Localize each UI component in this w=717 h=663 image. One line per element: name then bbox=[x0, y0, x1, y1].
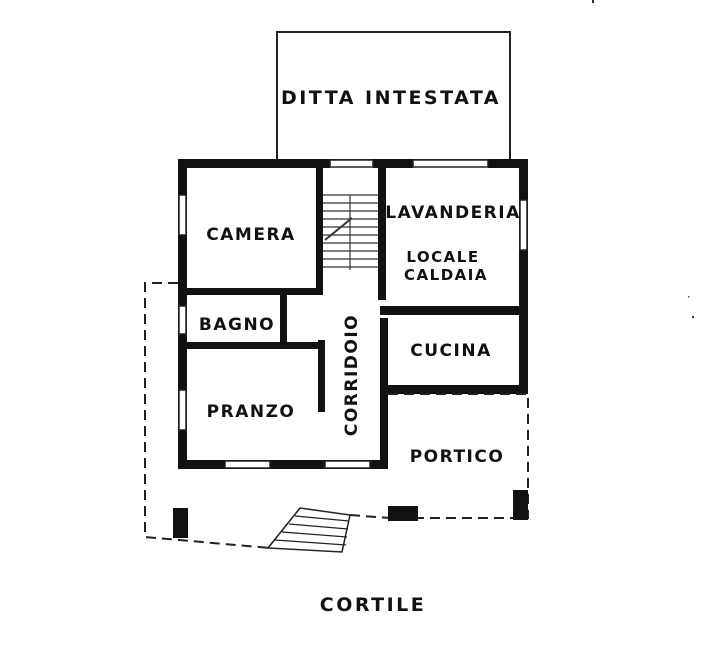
scan-mark-right-2 bbox=[692, 316, 694, 318]
label-ditta-intestata: DITTA INTESTATA bbox=[281, 87, 501, 109]
interior-walls bbox=[180, 165, 528, 468]
label-bagno: BAGNO bbox=[199, 315, 275, 335]
staircase bbox=[323, 194, 378, 270]
label-cortile: CORTILE bbox=[320, 594, 427, 616]
pillar-right bbox=[513, 490, 528, 520]
wall-bottom-left bbox=[178, 460, 388, 469]
scan-mark-top bbox=[592, 0, 594, 3]
window-corridoio-bottom bbox=[324, 460, 371, 469]
wall-camera-bottom bbox=[180, 288, 323, 295]
outdoor-boundary bbox=[144, 282, 529, 549]
window-camera-left bbox=[178, 194, 187, 236]
label-corridoio: CORRIDOIO bbox=[342, 314, 362, 436]
wall-corridor-left bbox=[318, 340, 325, 412]
window-pranzo-left bbox=[178, 389, 187, 431]
wall-bagno-bottom bbox=[180, 342, 320, 349]
window-pranzo-bottom bbox=[224, 460, 271, 469]
window-lavanderia-top bbox=[412, 159, 489, 168]
wall-bagno-right bbox=[280, 293, 287, 345]
wall-right-upper bbox=[519, 159, 528, 390]
portico-outline bbox=[388, 393, 529, 519]
label-pranzo: PRANZO bbox=[207, 402, 296, 422]
wall-stair-left bbox=[316, 165, 323, 293]
label-portico: PORTICO bbox=[410, 447, 505, 467]
wall-top-far-right bbox=[488, 159, 528, 168]
window-lavanderia-right bbox=[519, 199, 528, 251]
window-stair-top bbox=[329, 159, 374, 168]
wall-cucina-bottom bbox=[380, 385, 528, 394]
wall-top-right bbox=[373, 159, 413, 168]
label-cucina: CUCINA bbox=[410, 341, 491, 361]
scan-mark-right-1 bbox=[688, 296, 690, 298]
pillars bbox=[173, 490, 528, 538]
label-lavanderia: LAVANDERIA bbox=[385, 203, 521, 223]
label-camera: CAMERA bbox=[206, 225, 295, 245]
wall-top-left bbox=[178, 159, 330, 168]
wall-lavanderia-bottom bbox=[380, 306, 528, 315]
terrace-outline bbox=[144, 282, 271, 549]
pillar-left bbox=[173, 508, 188, 538]
wall-stair-right bbox=[378, 165, 386, 300]
label-locale: LOCALE bbox=[406, 248, 479, 266]
window-bagno-left bbox=[178, 305, 187, 335]
label-caldaia: CALDAIA bbox=[404, 266, 488, 284]
terrace-edge bbox=[349, 514, 391, 519]
pillar-middle bbox=[388, 506, 418, 521]
outdoor-steps bbox=[266, 507, 351, 553]
